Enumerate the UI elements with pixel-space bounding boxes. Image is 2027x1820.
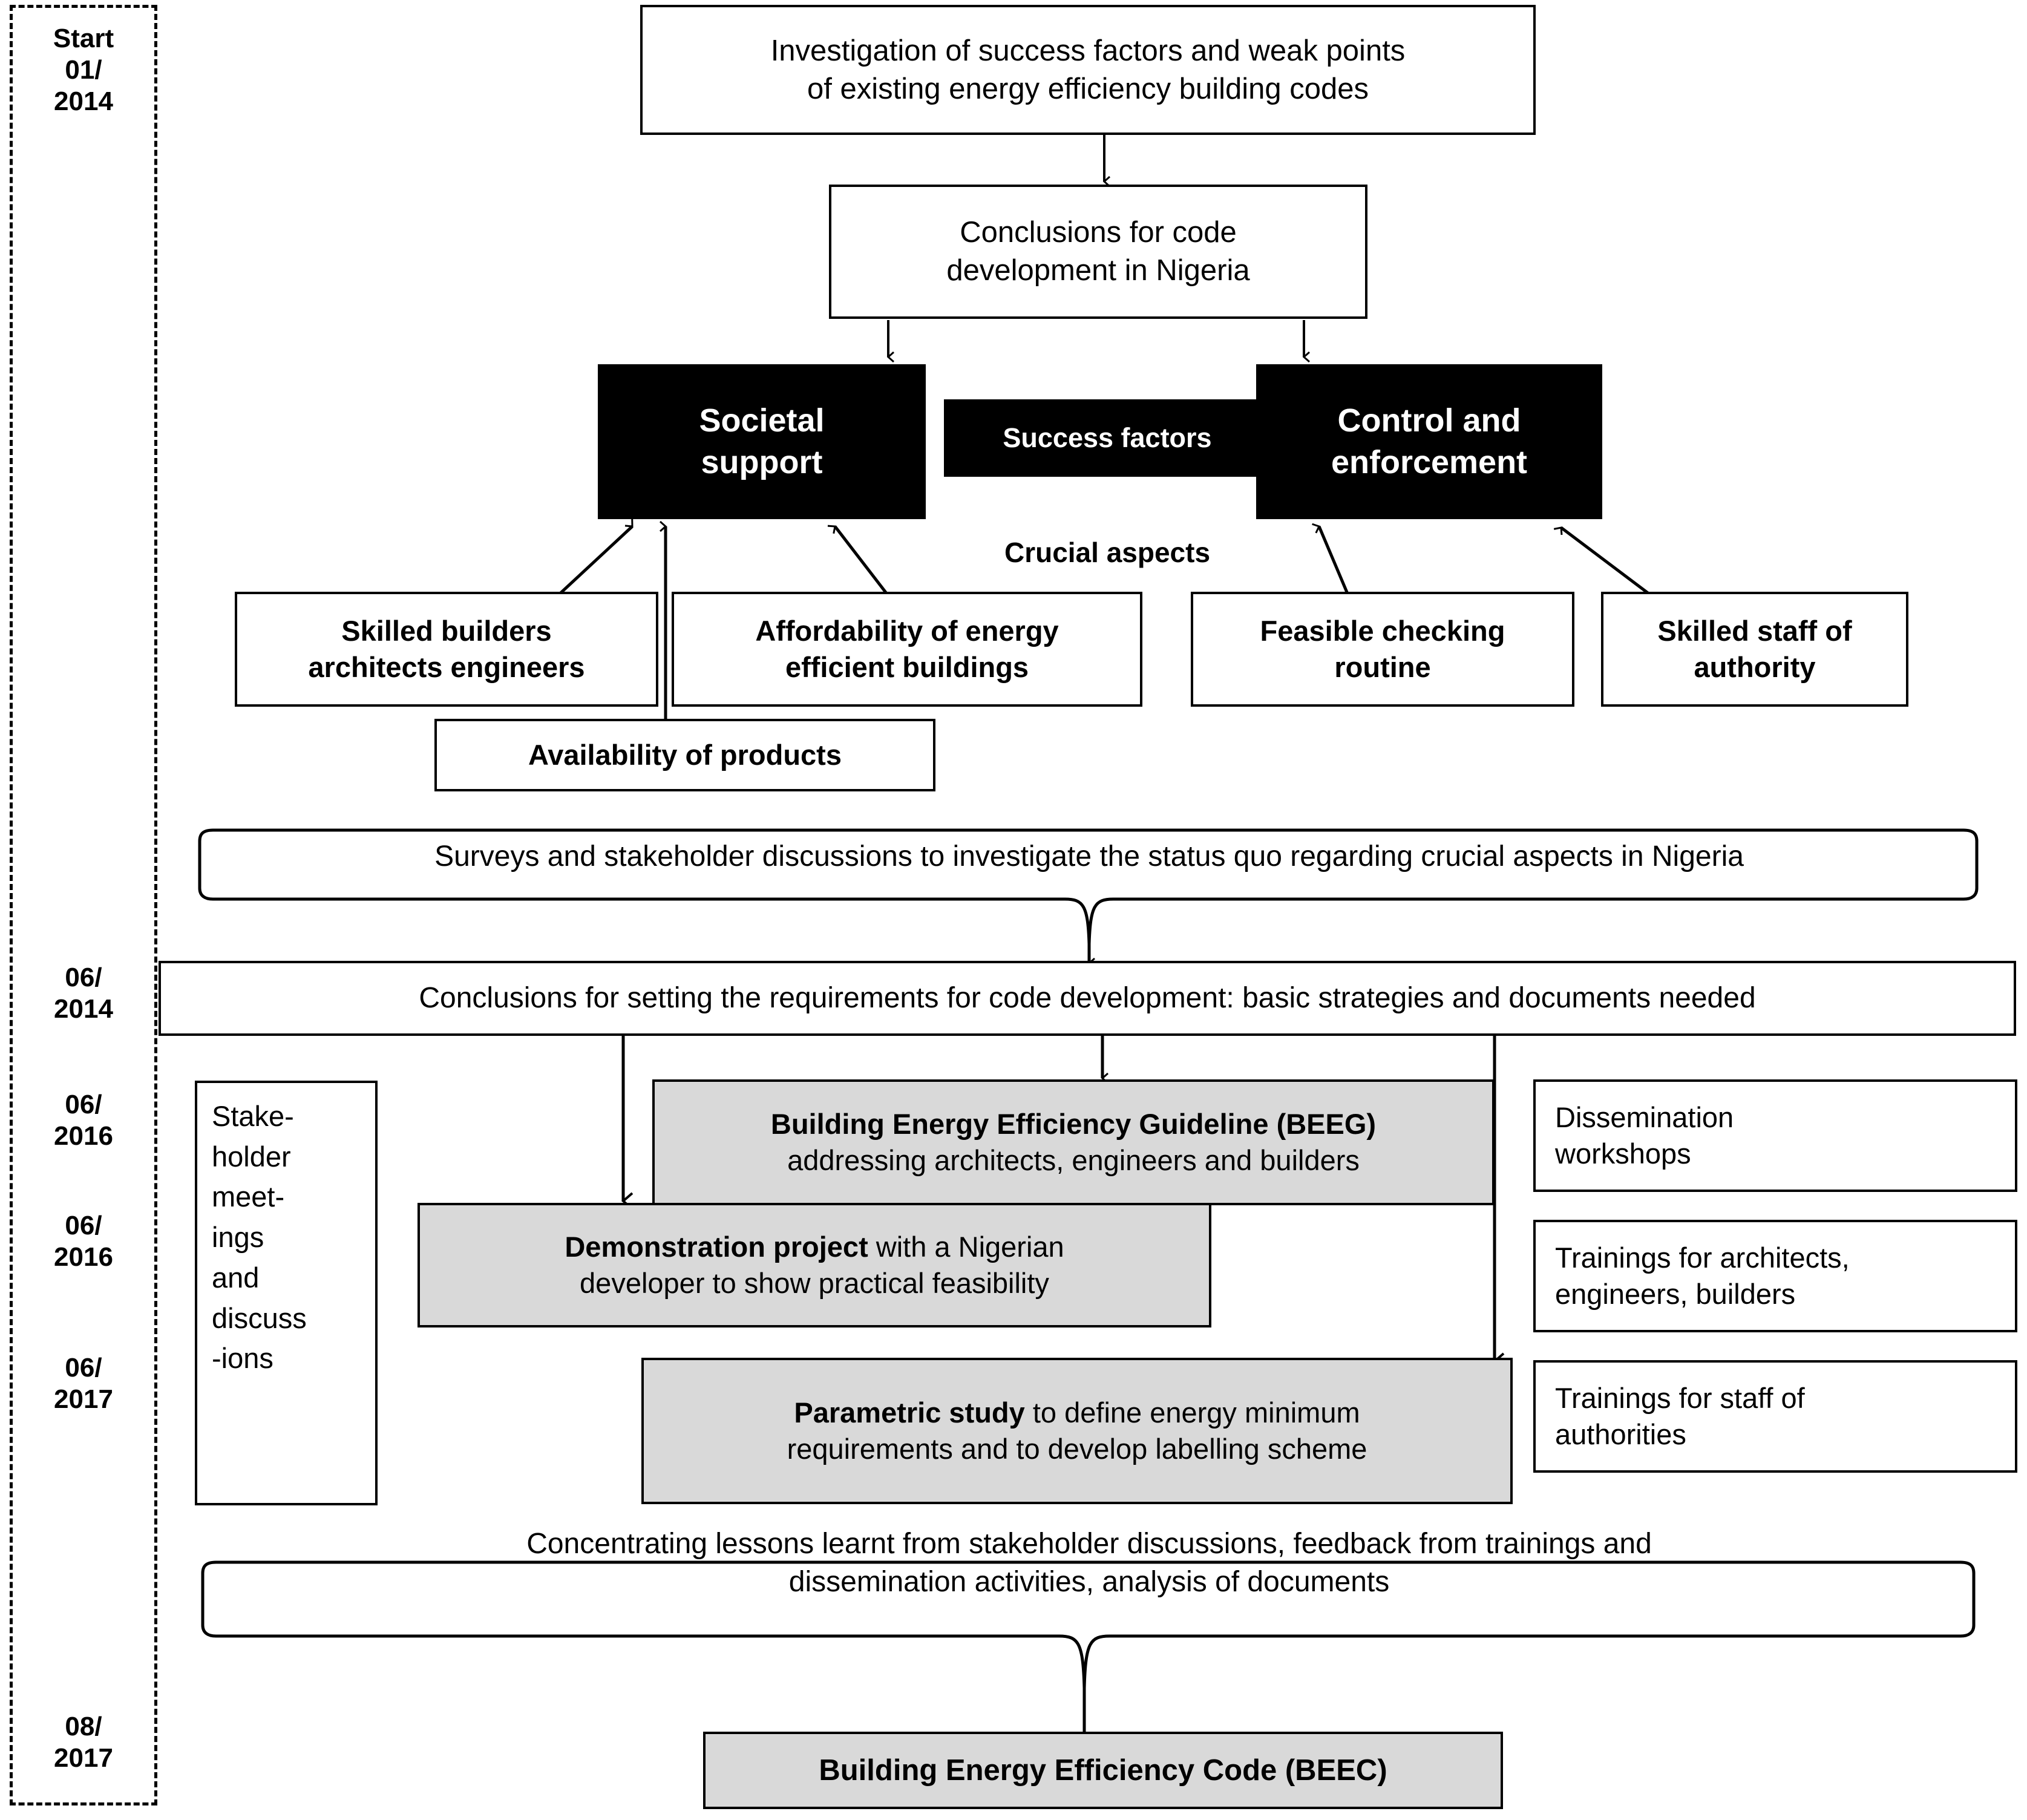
label-concentrating-brace: Concentrating lessons learnt from stakeh… bbox=[209, 1525, 1970, 1602]
node-affordability[interactable]: Affordability of energy efficient buildi… bbox=[672, 592, 1142, 707]
node-text-line: Trainings for staff of bbox=[1555, 1381, 1805, 1414]
node-text-line: Building Energy Efficiency Guideline (BE… bbox=[770, 1107, 1377, 1140]
node-success-factors[interactable]: Success factors bbox=[944, 399, 1271, 477]
node-text-line: routine bbox=[1334, 651, 1431, 683]
timeline-label-jun-2014: 06/ 2014 bbox=[10, 962, 157, 1025]
timeline-line: 2016 bbox=[54, 1242, 113, 1272]
node-societal-support[interactable]: Societal support bbox=[598, 364, 926, 519]
node-text-line: requirements and to develop labelling sc… bbox=[787, 1433, 1367, 1465]
node-text-line: Parametric study to define energy minimu… bbox=[787, 1395, 1367, 1431]
timeline-line: 06/ bbox=[65, 1090, 102, 1119]
node-trainings-architects-engineers-builders[interactable]: Trainings for architects, engineers, bui… bbox=[1533, 1220, 2017, 1332]
timeline-label-aug-2017: 08/ 2017 bbox=[10, 1711, 157, 1774]
timeline-column-border bbox=[10, 5, 157, 1805]
node-text-line: Demonstration project with a Nigerian bbox=[565, 1229, 1064, 1265]
label-crucial-aspects: Crucial aspects bbox=[1004, 537, 1211, 568]
node-text-line: efficient buildings bbox=[785, 651, 1029, 683]
node-text-rest: with a Nigerian bbox=[868, 1230, 1064, 1263]
node-text-line: meet- bbox=[212, 1180, 285, 1213]
node-skilled-builders[interactable]: Skilled builders architects engineers bbox=[235, 592, 658, 707]
node-stakeholder-meetings[interactable]: Stake- holder meet- ings and discuss -io… bbox=[195, 1081, 378, 1505]
timeline-label-jun-2016-a: 06/ 2016 bbox=[10, 1089, 157, 1152]
node-text-bold: Demonstration project bbox=[565, 1230, 868, 1263]
node-text-line: Concentrating lessons learnt from stakeh… bbox=[526, 1528, 1652, 1560]
node-skilled-staff-of-authority[interactable]: Skilled staff of authority bbox=[1601, 592, 1908, 707]
node-feasible-checking-routine[interactable]: Feasible checking routine bbox=[1191, 592, 1574, 707]
timeline-line: 2014 bbox=[54, 86, 113, 116]
node-parametric-study[interactable]: Parametric study to define energy minimu… bbox=[641, 1358, 1513, 1504]
node-text-line: Affordability of energy bbox=[755, 614, 1059, 647]
timeline-line: 2014 bbox=[54, 993, 113, 1024]
node-beeg[interactable]: Building Energy Efficiency Guideline (BE… bbox=[652, 1079, 1495, 1205]
node-text-line: Conclusions for code bbox=[960, 216, 1237, 249]
timeline-line: Start bbox=[53, 24, 114, 53]
node-text-line: Feasible checking bbox=[1260, 614, 1505, 647]
timeline-line: 06/ bbox=[65, 963, 102, 992]
node-conclusions-requirements[interactable]: Conclusions for setting the requirements… bbox=[159, 961, 2016, 1036]
node-demonstration-project[interactable]: Demonstration project with a Nigerian de… bbox=[418, 1203, 1211, 1327]
node-text-line: Societal bbox=[699, 402, 825, 439]
label-surveys-brace: Surveys and stakeholder discussions to i… bbox=[434, 840, 1744, 872]
node-availability-of-products[interactable]: Availability of products bbox=[434, 719, 935, 791]
node-text-line: Availability of products bbox=[528, 738, 842, 771]
node-text-line: enforcement bbox=[1331, 444, 1528, 480]
node-text-line: workshops bbox=[1555, 1138, 1691, 1170]
node-text-line: Investigation of success factors and wea… bbox=[770, 34, 1406, 67]
node-text-line: discuss bbox=[212, 1301, 307, 1334]
node-text-rest: to define energy minimum bbox=[1024, 1396, 1360, 1429]
timeline-line: 2017 bbox=[54, 1384, 113, 1414]
timeline-line: 2016 bbox=[54, 1121, 113, 1151]
node-text-line: of existing energy efficiency building c… bbox=[807, 72, 1369, 105]
node-text-line: -ions bbox=[212, 1342, 273, 1375]
node-text-line: addressing architects, engineers and bui… bbox=[787, 1144, 1360, 1176]
node-text-line: dissemination activities, analysis of do… bbox=[788, 1566, 1390, 1599]
node-text-line: development in Nigeria bbox=[946, 254, 1250, 287]
node-text-line: Skilled staff of bbox=[1657, 614, 1852, 647]
node-text-line: developer to show practical feasibility bbox=[580, 1267, 1049, 1299]
node-trainings-staff-authorities[interactable]: Trainings for staff of authorities bbox=[1533, 1360, 2017, 1473]
node-text-line: Success factors bbox=[1003, 422, 1212, 454]
node-text-line: holder bbox=[212, 1140, 291, 1173]
timeline-label-jun-2017: 06/ 2017 bbox=[10, 1352, 157, 1415]
node-text-line: Building Energy Efficiency Code (BEEC) bbox=[819, 1753, 1387, 1787]
node-text-line: authorities bbox=[1555, 1418, 1686, 1450]
node-text-line: Trainings for architects, bbox=[1555, 1241, 1850, 1274]
node-conclusions-for-code[interactable]: Conclusions for code development in Nige… bbox=[829, 185, 1367, 319]
timeline-line: 01/ bbox=[65, 54, 102, 85]
node-control-and-enforcement[interactable]: Control and enforcement bbox=[1256, 364, 1602, 519]
timeline-line: 06/ bbox=[65, 1211, 102, 1240]
node-text-line: Stake- bbox=[212, 1100, 294, 1132]
timeline-label-jun-2016-b: 06/ 2016 bbox=[10, 1210, 157, 1273]
node-text-line: authority bbox=[1694, 651, 1816, 683]
node-text-line: Dissemination bbox=[1555, 1101, 1734, 1133]
node-text-line: support bbox=[701, 444, 823, 480]
timeline-label-start-2014: Start 01/ 2014 bbox=[10, 23, 157, 117]
node-text-bold: Parametric study bbox=[794, 1396, 1025, 1429]
node-beec[interactable]: Building Energy Efficiency Code (BEEC) bbox=[703, 1732, 1503, 1809]
node-text-line: engineers, builders bbox=[1555, 1278, 1796, 1310]
timeline-line: 06/ bbox=[65, 1353, 102, 1383]
node-text-line: Conclusions for setting the requirements… bbox=[419, 982, 1756, 1015]
node-investigation[interactable]: Investigation of success factors and wea… bbox=[640, 5, 1536, 135]
node-text-line: ings bbox=[212, 1221, 264, 1254]
node-text-line: architects engineers bbox=[308, 651, 585, 683]
node-dissemination-workshops[interactable]: Dissemination workshops bbox=[1533, 1079, 2017, 1192]
node-text-line: Skilled builders bbox=[341, 614, 552, 647]
node-text-line: Control and bbox=[1337, 402, 1521, 439]
timeline-line: 08/ bbox=[65, 1712, 102, 1741]
node-text-line: and bbox=[212, 1261, 260, 1294]
timeline-line: 2017 bbox=[54, 1743, 113, 1773]
